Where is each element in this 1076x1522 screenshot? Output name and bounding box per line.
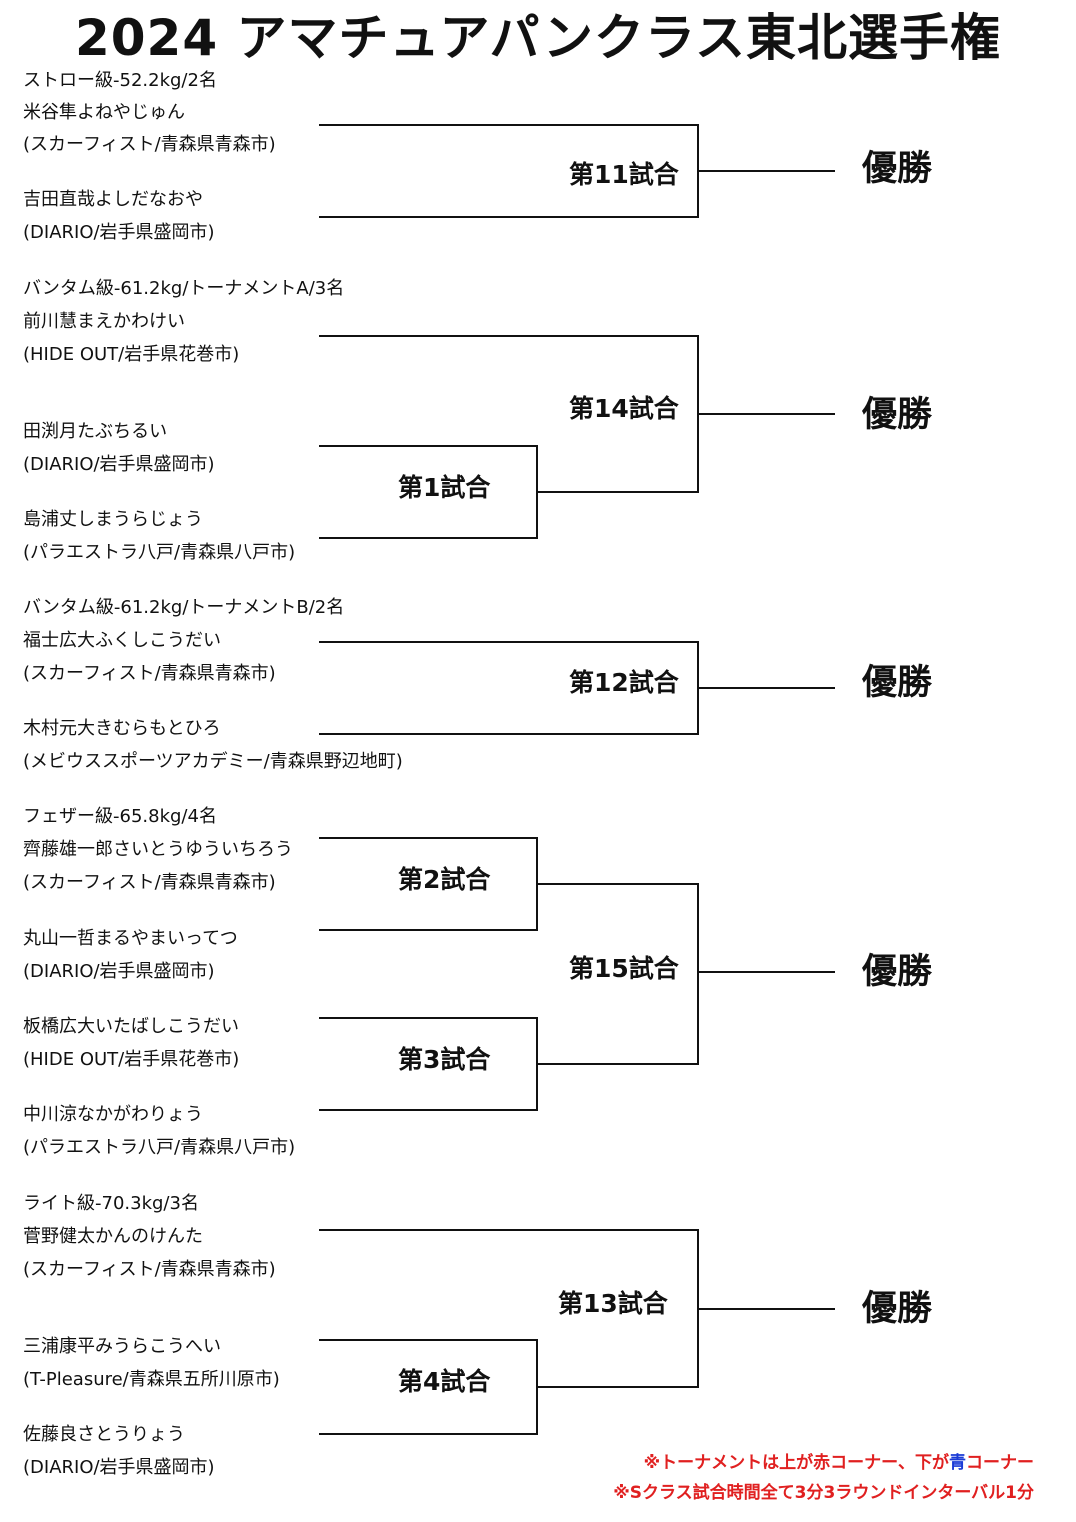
fighter-name: 板橋広大いたばしこうだい <box>23 1016 239 1037</box>
fighter-team: (T-Pleasure/青森県五所川原市) <box>23 1369 280 1390</box>
corner-note-blue: 青 <box>949 1453 966 1473</box>
corner-note-c: コーナー <box>966 1453 1034 1473</box>
match-label-12: 第12試合 <box>569 668 679 697</box>
page-title: 2024 アマチュアパンクラス東北選手権 <box>74 9 1002 67</box>
fighter-name: 菅野健太かんのけんた <box>23 1226 203 1247</box>
fighter-name: 齊藤雄一郎さいとうゆういちろう <box>23 839 293 860</box>
fighter-name: 木村元大きむらもとひろ <box>23 718 221 739</box>
fighter-name: 三浦康平みうらこうへい <box>23 1336 221 1357</box>
fighter-team: (スカーフィスト/青森県青森市) <box>23 872 276 893</box>
division-header-feather: フェザー級-65.8kg/4名 <box>23 806 217 827</box>
fighter-team: (HIDE OUT/岩手県花巻市) <box>23 344 240 365</box>
fighter-team: (メビウススポーツアカデミー/青森県野辺地町) <box>23 751 403 772</box>
corner-note-a: ※トーナメントは上が赤コーナー、下が <box>643 1453 949 1473</box>
fighter-team: (スカーフィスト/青森県青森市) <box>23 134 276 155</box>
match-label-11: 第11試合 <box>569 160 679 189</box>
fighter-team: (DIARIO/岩手県盛岡市) <box>23 961 215 982</box>
corner-note: ※トーナメントは上が赤コーナー、下が青コーナー <box>644 1452 1034 1474</box>
fighter-team: (スカーフィスト/青森県青森市) <box>23 1259 276 1280</box>
match-label-3: 第3試合 <box>398 1045 491 1074</box>
division-header-bantam-b: バンタム級-61.2kg/トーナメントB/2名 <box>23 597 345 618</box>
fighter-name: 丸山一哲まるやまいってつ <box>23 928 238 949</box>
fighter-name: 島浦丈しまうらじょう <box>23 509 203 530</box>
champion-label: 優勝 <box>862 952 933 992</box>
match-label-1: 第1試合 <box>398 473 491 502</box>
fighter-name: 吉田直哉よしだなおや <box>23 189 203 210</box>
fighter-name: 米谷隼よねやじゅん <box>23 102 185 123</box>
match-label-13: 第13試合 <box>558 1289 668 1318</box>
fighter-team: (HIDE OUT/岩手県花巻市) <box>23 1049 240 1070</box>
match-label-4: 第4試合 <box>398 1367 491 1396</box>
fighter-name: 福士広大ふくしこうだい <box>23 630 221 651</box>
fighter-team: (スカーフィスト/青森県青森市) <box>23 663 276 684</box>
champion-label: 優勝 <box>862 1289 933 1329</box>
fighter-team: (DIARIO/岩手県盛岡市) <box>23 222 215 243</box>
match-label-14: 第14試合 <box>569 394 679 423</box>
champion-label: 優勝 <box>862 149 933 189</box>
champion-label: 優勝 <box>862 395 933 435</box>
division-header-straw: ストロー級-52.2kg/2名 <box>23 70 217 91</box>
fighter-team: (パラエストラ八戸/青森県八戸市) <box>23 1137 296 1158</box>
fighter-team: (パラエストラ八戸/青森県八戸市) <box>23 542 296 563</box>
fighter-name: 田渕月たぶちるい <box>23 421 168 442</box>
fighter-name: 前川慧まえかわけい <box>23 311 185 332</box>
match-label-2: 第2試合 <box>398 865 491 894</box>
fighter-name: 佐藤良さとうりょう <box>23 1424 185 1445</box>
fighter-team: (DIARIO/岩手県盛岡市) <box>23 454 215 475</box>
time-note: ※Sクラス試合時間全て3分3ラウンドインターバル1分 <box>613 1483 1034 1503</box>
match-label-15: 第15試合 <box>569 954 679 983</box>
fighter-team: (DIARIO/岩手県盛岡市) <box>23 1457 215 1478</box>
division-header-bantam-a: バンタム級-61.2kg/トーナメントA/3名 <box>23 278 345 299</box>
champion-label: 優勝 <box>862 663 933 703</box>
fighter-name: 中川涼なかがわりょう <box>23 1104 203 1125</box>
division-header-light: ライト級-70.3kg/3名 <box>23 1193 199 1214</box>
